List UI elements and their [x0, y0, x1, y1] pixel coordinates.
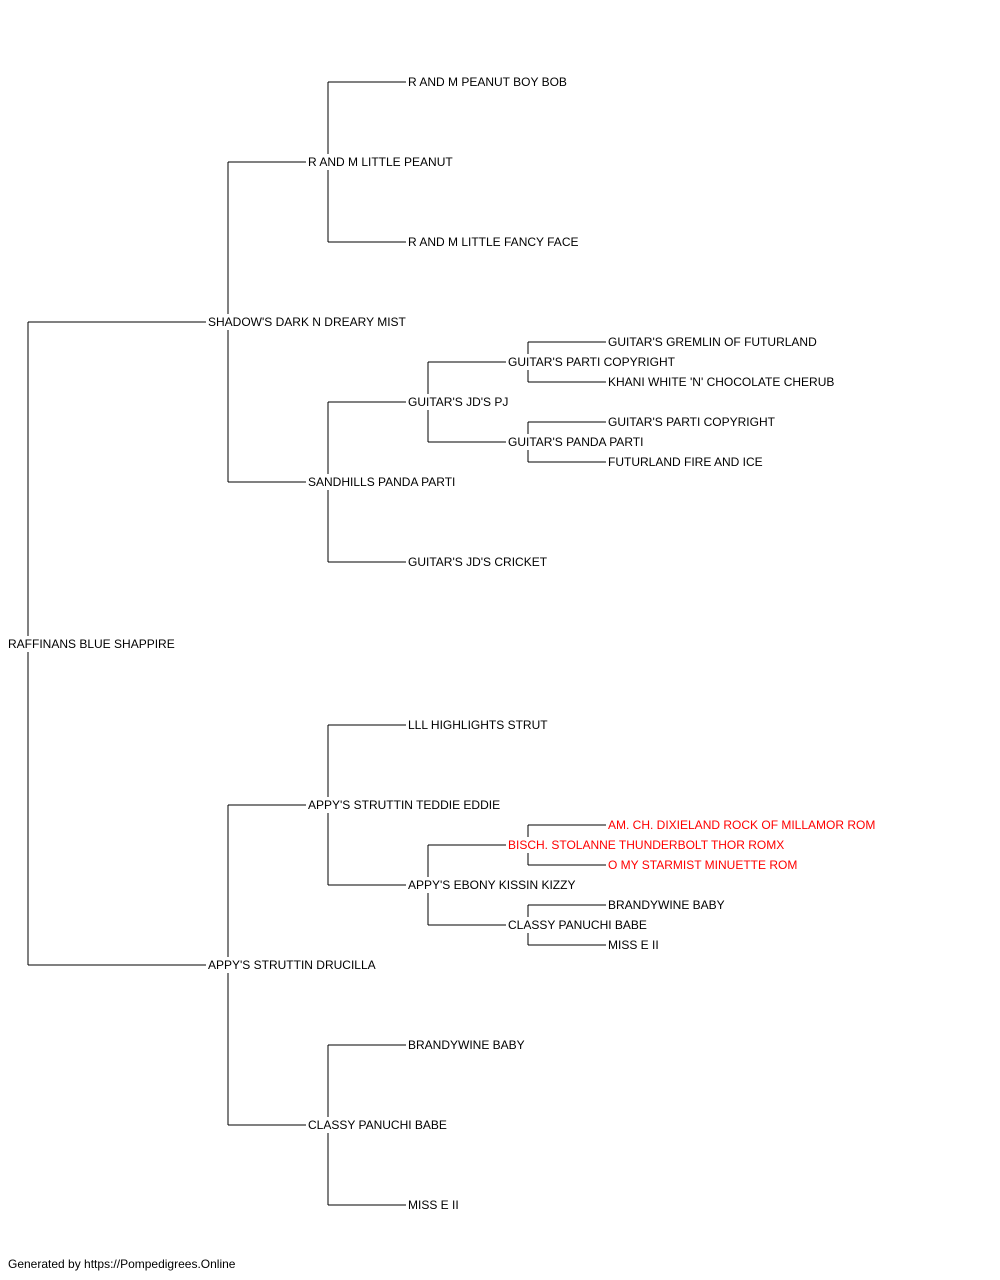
footer-credit[interactable]: Generated by https://Pompedigrees.Online	[8, 1257, 236, 1271]
dam-sire-dam-dam-sire[interactable]: BRANDYWINE BABY	[608, 898, 725, 912]
sire-dam-sire-sire[interactable]: GUITAR'S PARTI COPYRIGHT	[508, 355, 675, 369]
sire[interactable]: SHADOW'S DARK N DREARY MIST	[208, 315, 406, 329]
sire-dam-sire-dam[interactable]: GUITAR'S PANDA PARTI	[508, 435, 644, 449]
dam-sire-dam[interactable]: APPY'S EBONY KISSIN KIZZY	[408, 878, 576, 892]
subject-name[interactable]: RAFFINANS BLUE SHAPPIRE	[8, 637, 175, 651]
dam-dam-sire[interactable]: BRANDYWINE BABY	[408, 1038, 525, 1052]
sire-dam-sire-sire-dam[interactable]: KHANI WHITE 'N' CHOCOLATE CHERUB	[608, 375, 835, 389]
sire-dam-dam[interactable]: GUITAR'S JD'S CRICKET	[408, 555, 548, 569]
sire-dam-sire-dam-dam[interactable]: FUTURLAND FIRE AND ICE	[608, 455, 763, 469]
dam-sire-dam-sire[interactable]: BISCH. STOLANNE THUNDERBOLT THOR ROMX	[508, 838, 785, 852]
sire-dam-sire-sire-sire[interactable]: GUITAR'S GREMLIN OF FUTURLAND	[608, 335, 817, 349]
dam-dam[interactable]: CLASSY PANUCHI BABE	[308, 1118, 447, 1132]
dam-sire-sire[interactable]: LLL HIGHLIGHTS STRUT	[408, 718, 548, 732]
dam-sire-dam-sire-dam[interactable]: O MY STARMIST MINUETTE ROM	[608, 858, 798, 872]
dam-sire-dam-dam-dam[interactable]: MISS E II	[608, 938, 659, 952]
sire-dam-sire-dam-sire[interactable]: GUITAR'S PARTI COPYRIGHT	[608, 415, 775, 429]
sire-sire-sire[interactable]: R AND M PEANUT BOY BOB	[408, 75, 567, 89]
sire-dam-sire[interactable]: GUITAR'S JD'S PJ	[408, 395, 509, 409]
dam[interactable]: APPY'S STRUTTIN DRUCILLA	[208, 958, 376, 972]
dam-sire[interactable]: APPY'S STRUTTIN TEDDIE EDDIE	[308, 798, 501, 812]
sire-sire-dam[interactable]: R AND M LITTLE FANCY FACE	[408, 235, 579, 249]
dam-sire-dam-dam[interactable]: CLASSY PANUCHI BABE	[508, 918, 647, 932]
sire-dam[interactable]: SANDHILLS PANDA PARTI	[308, 475, 456, 489]
sire-sire[interactable]: R AND M LITTLE PEANUT	[308, 155, 453, 169]
dam-dam-dam[interactable]: MISS E II	[408, 1198, 459, 1212]
dam-sire-dam-sire-sire[interactable]: AM. CH. DIXIELAND ROCK OF MILLAMOR ROM	[608, 818, 876, 832]
